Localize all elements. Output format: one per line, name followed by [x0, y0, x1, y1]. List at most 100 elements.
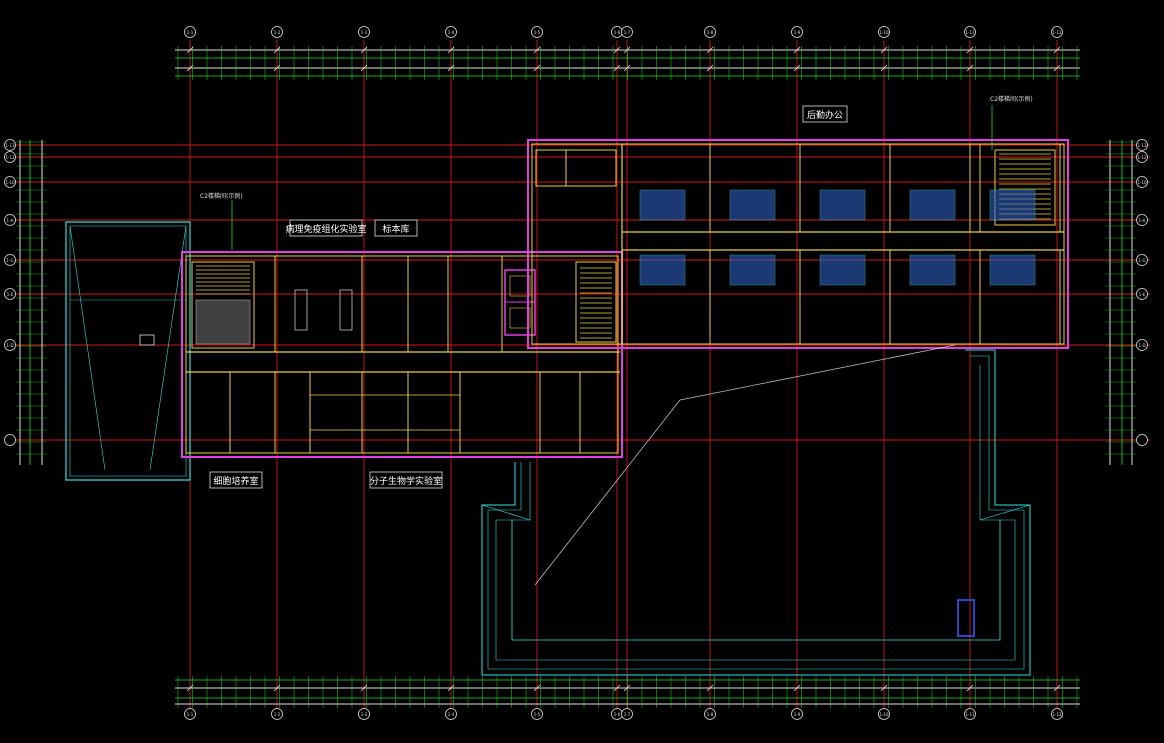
axis-bubble-label: 1-1: [187, 712, 194, 717]
top-dimension-ticks: [177, 46, 1078, 80]
room-title-lab-b[interactable]: 标本库: [374, 219, 418, 237]
axis-bubble-label: 1-11: [965, 30, 975, 35]
dim-slash: [793, 64, 801, 72]
lab-a-title: 病理免疫组化实验室: [285, 223, 366, 235]
axis-bubble: [4, 151, 16, 163]
stair-2-note: C2楼梯间(示例): [990, 95, 1033, 103]
axis-bubble-label: 1-8: [707, 30, 714, 35]
dim-slash: [1053, 46, 1061, 54]
dim-slash: [880, 64, 888, 72]
axis-bubble-label: 1-H: [7, 218, 14, 223]
axis-bubble-label: 1-5: [534, 712, 541, 717]
axis-bubble: [4, 339, 16, 351]
axis-bubble-label: 1-10: [879, 30, 889, 35]
dim-slash: [533, 684, 541, 692]
axis-bubble-label: 1-E: [7, 292, 14, 297]
axis-bubble: [1136, 339, 1148, 351]
axis-bubble: [1051, 26, 1063, 38]
axis-bubble: [4, 288, 16, 300]
dim-slash: [706, 684, 714, 692]
axis-bubble: [184, 708, 196, 720]
bottom-dimension-ticks: [177, 676, 1078, 708]
axis-bubble-label: 1-D: [6, 343, 13, 348]
axis-bubble: [4, 139, 16, 151]
axis-bubble-label: 1-5: [534, 30, 541, 35]
dim-slash: [706, 64, 714, 72]
axis-bubble: [445, 708, 457, 720]
axis-bubble: [4, 254, 16, 266]
dim-slash: [1053, 64, 1061, 72]
axis-bubble: [4, 214, 16, 226]
axis-bubble: [358, 708, 370, 720]
office-title: 后勤办公: [807, 109, 843, 121]
callout-stair-1: C2楼梯间(示例): [200, 192, 243, 250]
dim-slash: [966, 64, 974, 72]
axis-bubble-label: 1-7: [624, 712, 631, 717]
axis-bubble: [878, 708, 890, 720]
dim-slash: [533, 46, 541, 54]
axis-bubble: [445, 26, 457, 38]
axis-bubble: [271, 708, 283, 720]
dim-slash: [447, 46, 455, 54]
dim-slash: [273, 684, 281, 692]
axis-bubble-label: 1-6: [614, 712, 621, 717]
room-title-lab-d[interactable]: 分子生物学实验室: [369, 471, 443, 489]
furniture-block: [729, 189, 776, 221]
axis-bubble-label: 1-9: [794, 712, 801, 717]
axis-bubble-label: 1-1: [187, 30, 194, 35]
axis-bubble-label: 1-10: [5, 180, 15, 185]
side-dimension-ticks: [16, 141, 1136, 455]
west-wing-walls: [181, 251, 623, 458]
dim-slash: [880, 684, 888, 692]
axis-bubble-label: 1-11: [965, 712, 975, 717]
room-title-lab-c[interactable]: 细胞培养室: [209, 471, 263, 489]
axis-bubble: [1136, 254, 1148, 266]
axis-bubble-label: 1-8: [707, 712, 714, 717]
furniture-block: [909, 189, 956, 221]
axis-bubble-label: 1-12: [1052, 712, 1062, 717]
axis-bubble-label: 1-G: [1138, 258, 1145, 263]
axis-bubble-label: 1-2: [274, 712, 281, 717]
axis-bubble: [271, 26, 283, 38]
dim-slash: [1053, 684, 1061, 692]
furniture-block: [639, 254, 686, 286]
lab-d-title: 分子生物学实验室: [370, 475, 442, 487]
axis-bubble-label: 1-3: [361, 712, 368, 717]
door-marker: [957, 599, 975, 637]
stair-1-note: C2楼梯间(示例): [200, 192, 243, 200]
axis-bubble: [791, 26, 803, 38]
dim-slash: [880, 46, 888, 54]
dim-slash: [793, 684, 801, 692]
furniture-block: [639, 189, 686, 221]
furniture-block: [909, 254, 956, 286]
dim-slash: [613, 684, 621, 692]
left-dimension-lines: [19, 140, 43, 465]
axis-bubble-label: 1-12: [1137, 155, 1147, 160]
dim-slash: [447, 684, 455, 692]
furniture-block: [729, 254, 776, 286]
axis-bubble: [4, 434, 16, 446]
furniture-block: [819, 189, 866, 221]
axis-bubble: [358, 26, 370, 38]
horizontal-axis-grid: [10, 144, 1150, 441]
axis-bubble: [621, 26, 633, 38]
axis-bubble-label: 1-4: [448, 712, 455, 717]
axis-bubble-label: 1-6: [614, 30, 621, 35]
lab-c-title: 细胞培养室: [213, 475, 258, 487]
dim-slash: [186, 684, 194, 692]
dim-slash: [273, 64, 281, 72]
central-stair-core: [575, 261, 617, 343]
room-title-office[interactable]: 后勤办公: [802, 105, 848, 123]
leader-line: [534, 399, 681, 586]
axis-bubble: [1136, 288, 1148, 300]
room-title-lab-a[interactable]: 病理免疫组化实验室: [285, 219, 367, 237]
axis-bubble-label: 1-9: [794, 30, 801, 35]
dim-slash: [966, 684, 974, 692]
dim-slash: [447, 64, 455, 72]
dim-slash: [613, 46, 621, 54]
axis-bubble-label: 1-12: [1052, 30, 1062, 35]
axis-bubble-label: 1-7: [624, 30, 631, 35]
